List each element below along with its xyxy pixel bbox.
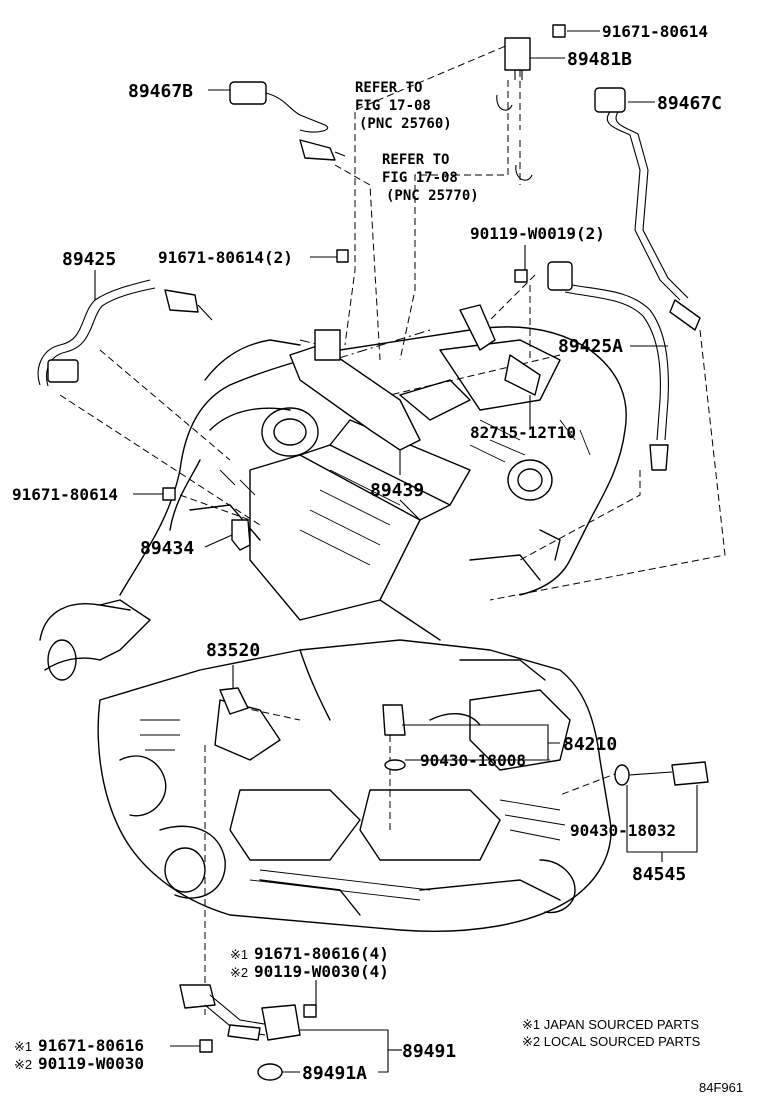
engine-drawing [39, 326, 627, 932]
label-90430-18008[interactable]: 90430-18008 [420, 751, 526, 770]
label-89434[interactable]: 89434 [140, 538, 194, 559]
label-91671-80616[interactable]: 91671-80616 [38, 1036, 144, 1055]
sensor-bracket [289, 304, 541, 451]
callout-lines [94, 30, 698, 1073]
refer-note-2-line2: FIG 17-08 [382, 170, 458, 186]
switch-icon [219, 687, 249, 715]
part-labels: 91671-80614 89481B 89467B 89467C REFER T… [12, 22, 722, 1084]
refer-note-1-line1: REFER TO [355, 80, 422, 96]
switch-icon [382, 704, 406, 736]
mark-japan-sourced: ※1 [14, 1039, 32, 1054]
bolt-icon [336, 249, 349, 263]
label-89425A[interactable]: 89425A [558, 336, 623, 357]
figure-code: 84F961 [699, 1080, 743, 1095]
label-89481B[interactable]: 89481B [567, 49, 632, 70]
bolt-icon [552, 24, 566, 38]
oxygen-sensor-c [594, 87, 701, 331]
label-89467B[interactable]: 89467B [128, 81, 193, 102]
gasket-icon [614, 764, 630, 786]
label-91671-80614-top[interactable]: 91671-80614 [602, 22, 708, 41]
air-fuel-sensor-a [547, 261, 669, 471]
label-84545[interactable]: 84545 [632, 864, 686, 885]
refer-note-2-line3: (PNC 25770) [386, 188, 479, 204]
label-89491[interactable]: 89491 [402, 1041, 456, 1062]
sensor-assembly [179, 984, 301, 1041]
oxygen-sensor-b [229, 81, 346, 161]
part-shapes [37, 24, 709, 1081]
label-89425[interactable]: 89425 [62, 249, 116, 270]
label-83520[interactable]: 83520 [206, 640, 260, 661]
label-90119-W0030-4[interactable]: 90119-W0030(4) [254, 962, 389, 981]
knock-sensor-icon [231, 519, 251, 551]
gasket-icon [384, 759, 406, 771]
refer-note-2-line1: REFER TO [382, 152, 449, 168]
refer-note-1-line3: (PNC 25760) [359, 116, 452, 132]
bolt-icon [162, 487, 176, 501]
label-89491A[interactable]: 89491A [302, 1063, 367, 1084]
pressure-sensor-icon [504, 37, 531, 71]
air-fuel-sensor [37, 279, 213, 387]
mark-japan-sourced: ※1 [230, 947, 248, 962]
label-89439[interactable]: 89439 [370, 480, 424, 501]
label-90119-W0030[interactable]: 90119-W0030 [38, 1054, 144, 1073]
legend-japan-sourced: ※1 JAPAN SOURCED PARTS [522, 1017, 699, 1032]
label-90119-W0019[interactable]: 90119-W0019(2) [470, 224, 605, 243]
label-91671-80614-left[interactable]: 91671-80614 [12, 485, 118, 504]
bolt-icon [303, 1004, 317, 1018]
label-82715-12T10[interactable]: 82715-12T10 [470, 423, 576, 442]
sourcing-legend: ※1 JAPAN SOURCED PARTS ※2 LOCAL SOURCED … [522, 1017, 701, 1049]
label-91671-80616-4[interactable]: 91671-80616(4) [254, 944, 389, 963]
label-91671-80614-2[interactable]: 91671-80614(2) [158, 248, 293, 267]
bolt-icon [199, 1039, 213, 1053]
mark-local-sourced: ※2 [14, 1057, 32, 1072]
label-89467C[interactable]: 89467C [657, 93, 722, 114]
label-84210[interactable]: 84210 [563, 734, 617, 755]
mark-local-sourced: ※2 [230, 965, 248, 980]
o-ring-icon [257, 1063, 283, 1081]
bolt-icon [514, 269, 528, 283]
speed-sensor-icon [671, 761, 709, 786]
label-90430-18032[interactable]: 90430-18032 [570, 821, 676, 840]
refer-note-1-line2: FIG 17-08 [355, 98, 431, 114]
legend-local-sourced: ※2 LOCAL SOURCED PARTS [522, 1034, 701, 1049]
